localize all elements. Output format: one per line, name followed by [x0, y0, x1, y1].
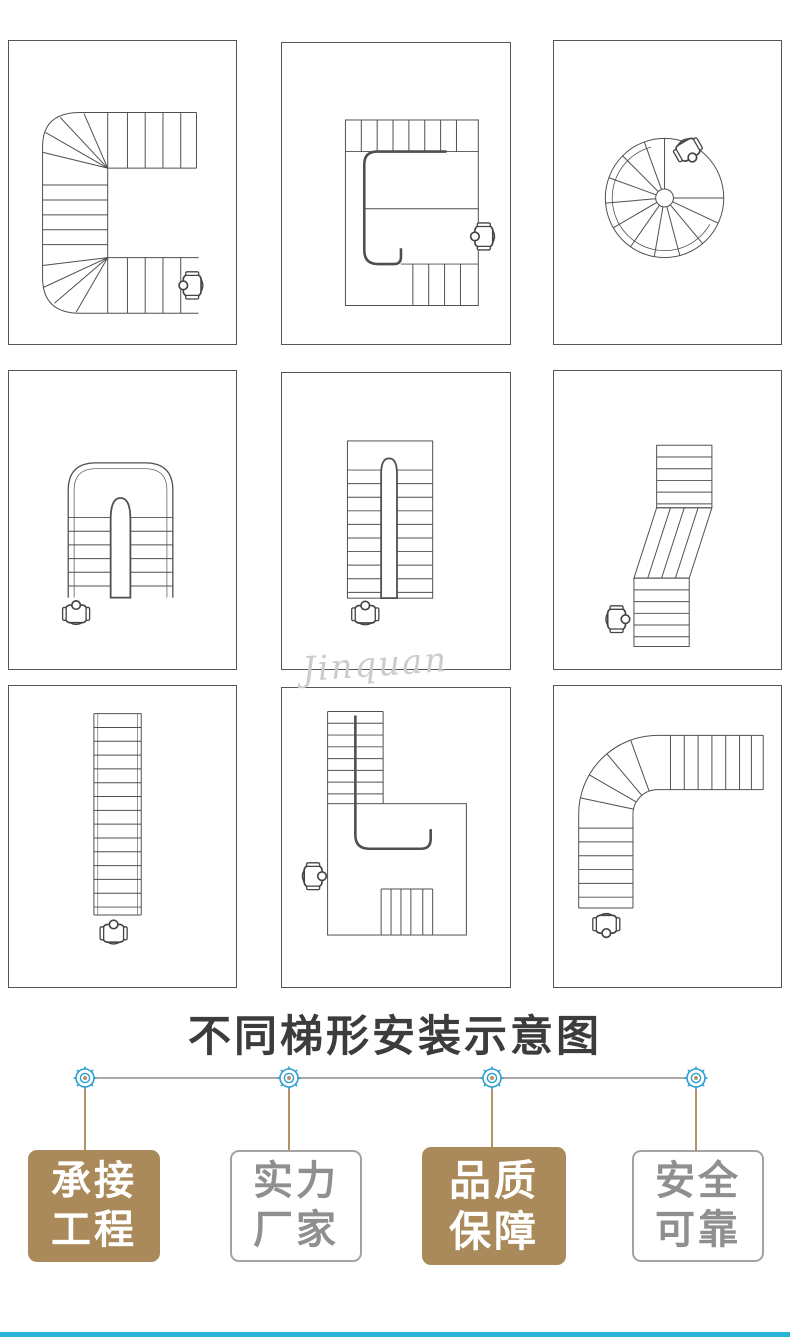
- timeline-connector: [695, 1089, 697, 1150]
- straight-stair-drawing: [93, 713, 142, 945]
- badge-safe-reliable: 安全 可靠: [632, 1150, 764, 1262]
- gear-circle-icon: [684, 1066, 708, 1090]
- switchback-narrow-drawing: [346, 440, 434, 626]
- spiral-stair-drawing: [604, 132, 725, 259]
- badge-label-line1: 承接: [51, 1159, 137, 1204]
- stair-diagram-spiral: [553, 40, 782, 345]
- stairlift-chair-icon: [350, 600, 380, 626]
- badge-label-line1: 安全: [655, 1159, 741, 1204]
- badge-label-line1: 品质: [448, 1156, 539, 1204]
- u-stair-square-drawing: [344, 119, 496, 307]
- badge-strong-manufacturer: 实力 厂家: [230, 1150, 362, 1262]
- stairlift-chair-icon: [99, 919, 128, 945]
- stairlift-chair-icon: [469, 222, 496, 251]
- section-title: 不同梯形安装示意图: [188, 1013, 602, 1061]
- badge-label-line2: 工程: [51, 1208, 137, 1252]
- gear-circle-icon: [480, 1066, 504, 1090]
- stair-diagram-curved-quarter-turn: [553, 685, 782, 988]
- stair-diagram-switchback-narrow: [281, 372, 511, 670]
- gear-circle-icon: [277, 1066, 301, 1090]
- dogleg-winders-drawing: [605, 444, 713, 648]
- l-shaped-stair-drawing: [301, 711, 467, 936]
- timeline-connector: [491, 1089, 493, 1150]
- badge-quality-assurance: 品质 保障: [422, 1147, 566, 1265]
- badge-label-line1: 实力: [253, 1159, 339, 1204]
- stairlift-chair-icon: [591, 912, 621, 939]
- badge-undertake-projects: 承接 工程: [28, 1150, 160, 1262]
- stair-diagram-dogleg-winders: [553, 370, 782, 670]
- timeline-line: [85, 1077, 697, 1079]
- stair-diagram-straight: [8, 685, 237, 988]
- stairlift-chair-icon: [178, 270, 204, 300]
- stair-diagram-u-square: [281, 42, 511, 345]
- stairlift-chair-icon: [301, 861, 328, 891]
- stairlift-chair-icon: [605, 604, 631, 634]
- stair-diagram-u-curved: [8, 40, 237, 345]
- gear-circle-icon: [73, 1066, 97, 1090]
- curved-quarter-turn-drawing: [578, 734, 764, 939]
- stair-diagram-l-shaped: [281, 687, 511, 988]
- u-stair-curved-drawing: [42, 112, 204, 314]
- switchback-rounded-drawing: [61, 462, 174, 626]
- timeline-connector: [288, 1089, 290, 1150]
- stairlift-chair-icon: [61, 600, 91, 626]
- badge-label-line2: 可靠: [655, 1208, 741, 1252]
- badge-label-line2: 厂家: [253, 1208, 339, 1252]
- timeline-connector: [84, 1089, 86, 1150]
- badge-label-line2: 保障: [448, 1208, 539, 1255]
- stair-diagram-switchback-rounded: [8, 370, 237, 670]
- bottom-accent-bar: [0, 1332, 790, 1337]
